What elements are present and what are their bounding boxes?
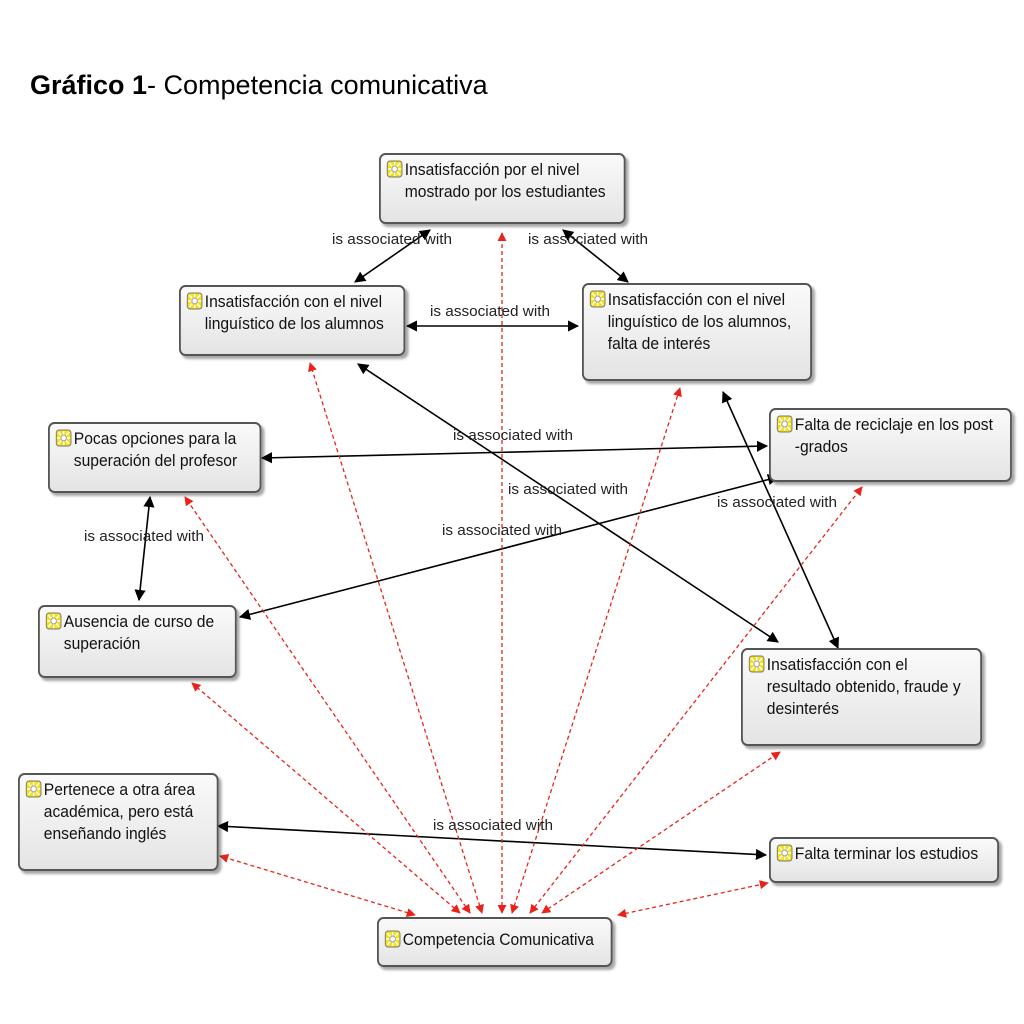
edge-label: is associated with [453,427,573,444]
figure-title-text: - Competencia comunicativa [147,70,488,100]
edge-label: is associated with [717,494,837,511]
edge-label: is associated with [84,528,204,545]
concept-icon [589,290,606,308]
node-pocas-opciones[interactable]: Pocas opciones para la superación del pro… [48,422,262,493]
node-label: Ausencia de curso de [63,612,215,631]
edge-label: is associated with [442,522,562,539]
edge-label: is associated with [508,481,628,498]
edge-label: is associated with [433,817,553,834]
edge-n10-n4 [184,496,471,914]
node-label: Insatisfacción con el nivel [204,292,383,311]
node-falta-reciclaje[interactable]: Falta de reciclaje en los post -grados [769,408,1012,482]
node-label: Insatisfacción con el [766,655,908,674]
node-label: Competencia Comunicativa [402,930,595,949]
concept-icon [776,844,793,862]
concept-icon [186,292,203,310]
node-insatisfaccion-nivel-estudiantes[interactable]: Insatisfacción por el nivel mostrado por … [379,153,626,224]
node-label: Falta de reciclaje en los post [794,415,993,434]
node-ausencia-curso[interactable]: Ausencia de curso de superación [38,605,237,678]
node-label: linguístico de los alumnos [204,314,384,333]
edge-n10-n7 [541,751,781,914]
node-label: Pocas opciones para la [73,429,237,448]
node-label: Insatisfacción por el nivel [404,160,580,179]
node-label: Pertenece a otra área [43,780,196,799]
node-label: superación [63,634,141,653]
edge-label: is associated with [430,303,550,320]
node-insatisfaccion-resultado[interactable]: Insatisfacción con el resultado obtenido,… [741,648,983,746]
node-falta-terminar-estudios[interactable]: Falta terminar los estudios [769,837,999,883]
concept-icon [25,780,42,798]
concept-icon [384,930,401,948]
node-label: superación del profesor [73,451,238,470]
node-insatisfaccion-nivel-linguistico[interactable]: Insatisfacción con el nivel linguístico d… [179,285,406,356]
edge-n1-n2 [354,229,431,283]
edge-n2-n7 [357,363,779,643]
edge-n5-n6 [238,474,780,620]
edge-n1-n3 [562,229,629,283]
node-insatisfaccion-falta-interes[interactable]: Insatisfacción con el nivel linguístico d… [582,283,812,381]
concept-icon [776,415,793,433]
edge-n10-n9 [617,880,769,918]
node-label: académica, pero está enseñando inglés [43,802,194,843]
concept-icon [748,655,765,673]
node-label: resultado obtenido, fraude y desinterés [766,677,961,718]
node-label: linguístico de los alumnos, falta de int… [607,312,792,353]
concept-icon [45,612,62,630]
node-label: Insatisfacción con el nivel [607,290,786,309]
edge-n4-n6 [134,495,155,602]
node-pertenece-otra-area[interactable]: Pertenece a otra área académica, pero est… [18,773,219,871]
node-label: -grados [794,437,848,456]
edge-n10-n6 [191,682,461,914]
concept-icon [55,429,72,447]
edge-label: is associated with [528,231,648,248]
edge-n10-n3 [510,387,682,914]
edge-label: is associated with [332,231,452,248]
node-label: mostrado por los estudiantes [404,182,606,201]
node-competencia-comunicativa[interactable]: Competencia Comunicativa [377,917,613,967]
edge-n10-n5 [529,486,863,914]
concept-icon [386,160,403,178]
edge-n10-n8 [219,854,416,917]
node-label: Falta terminar los estudios [794,844,979,863]
figure-title-number: Gráfico 1 [30,70,148,100]
figure-title: Gráfico 1- Competencia comunicativa [30,70,488,101]
